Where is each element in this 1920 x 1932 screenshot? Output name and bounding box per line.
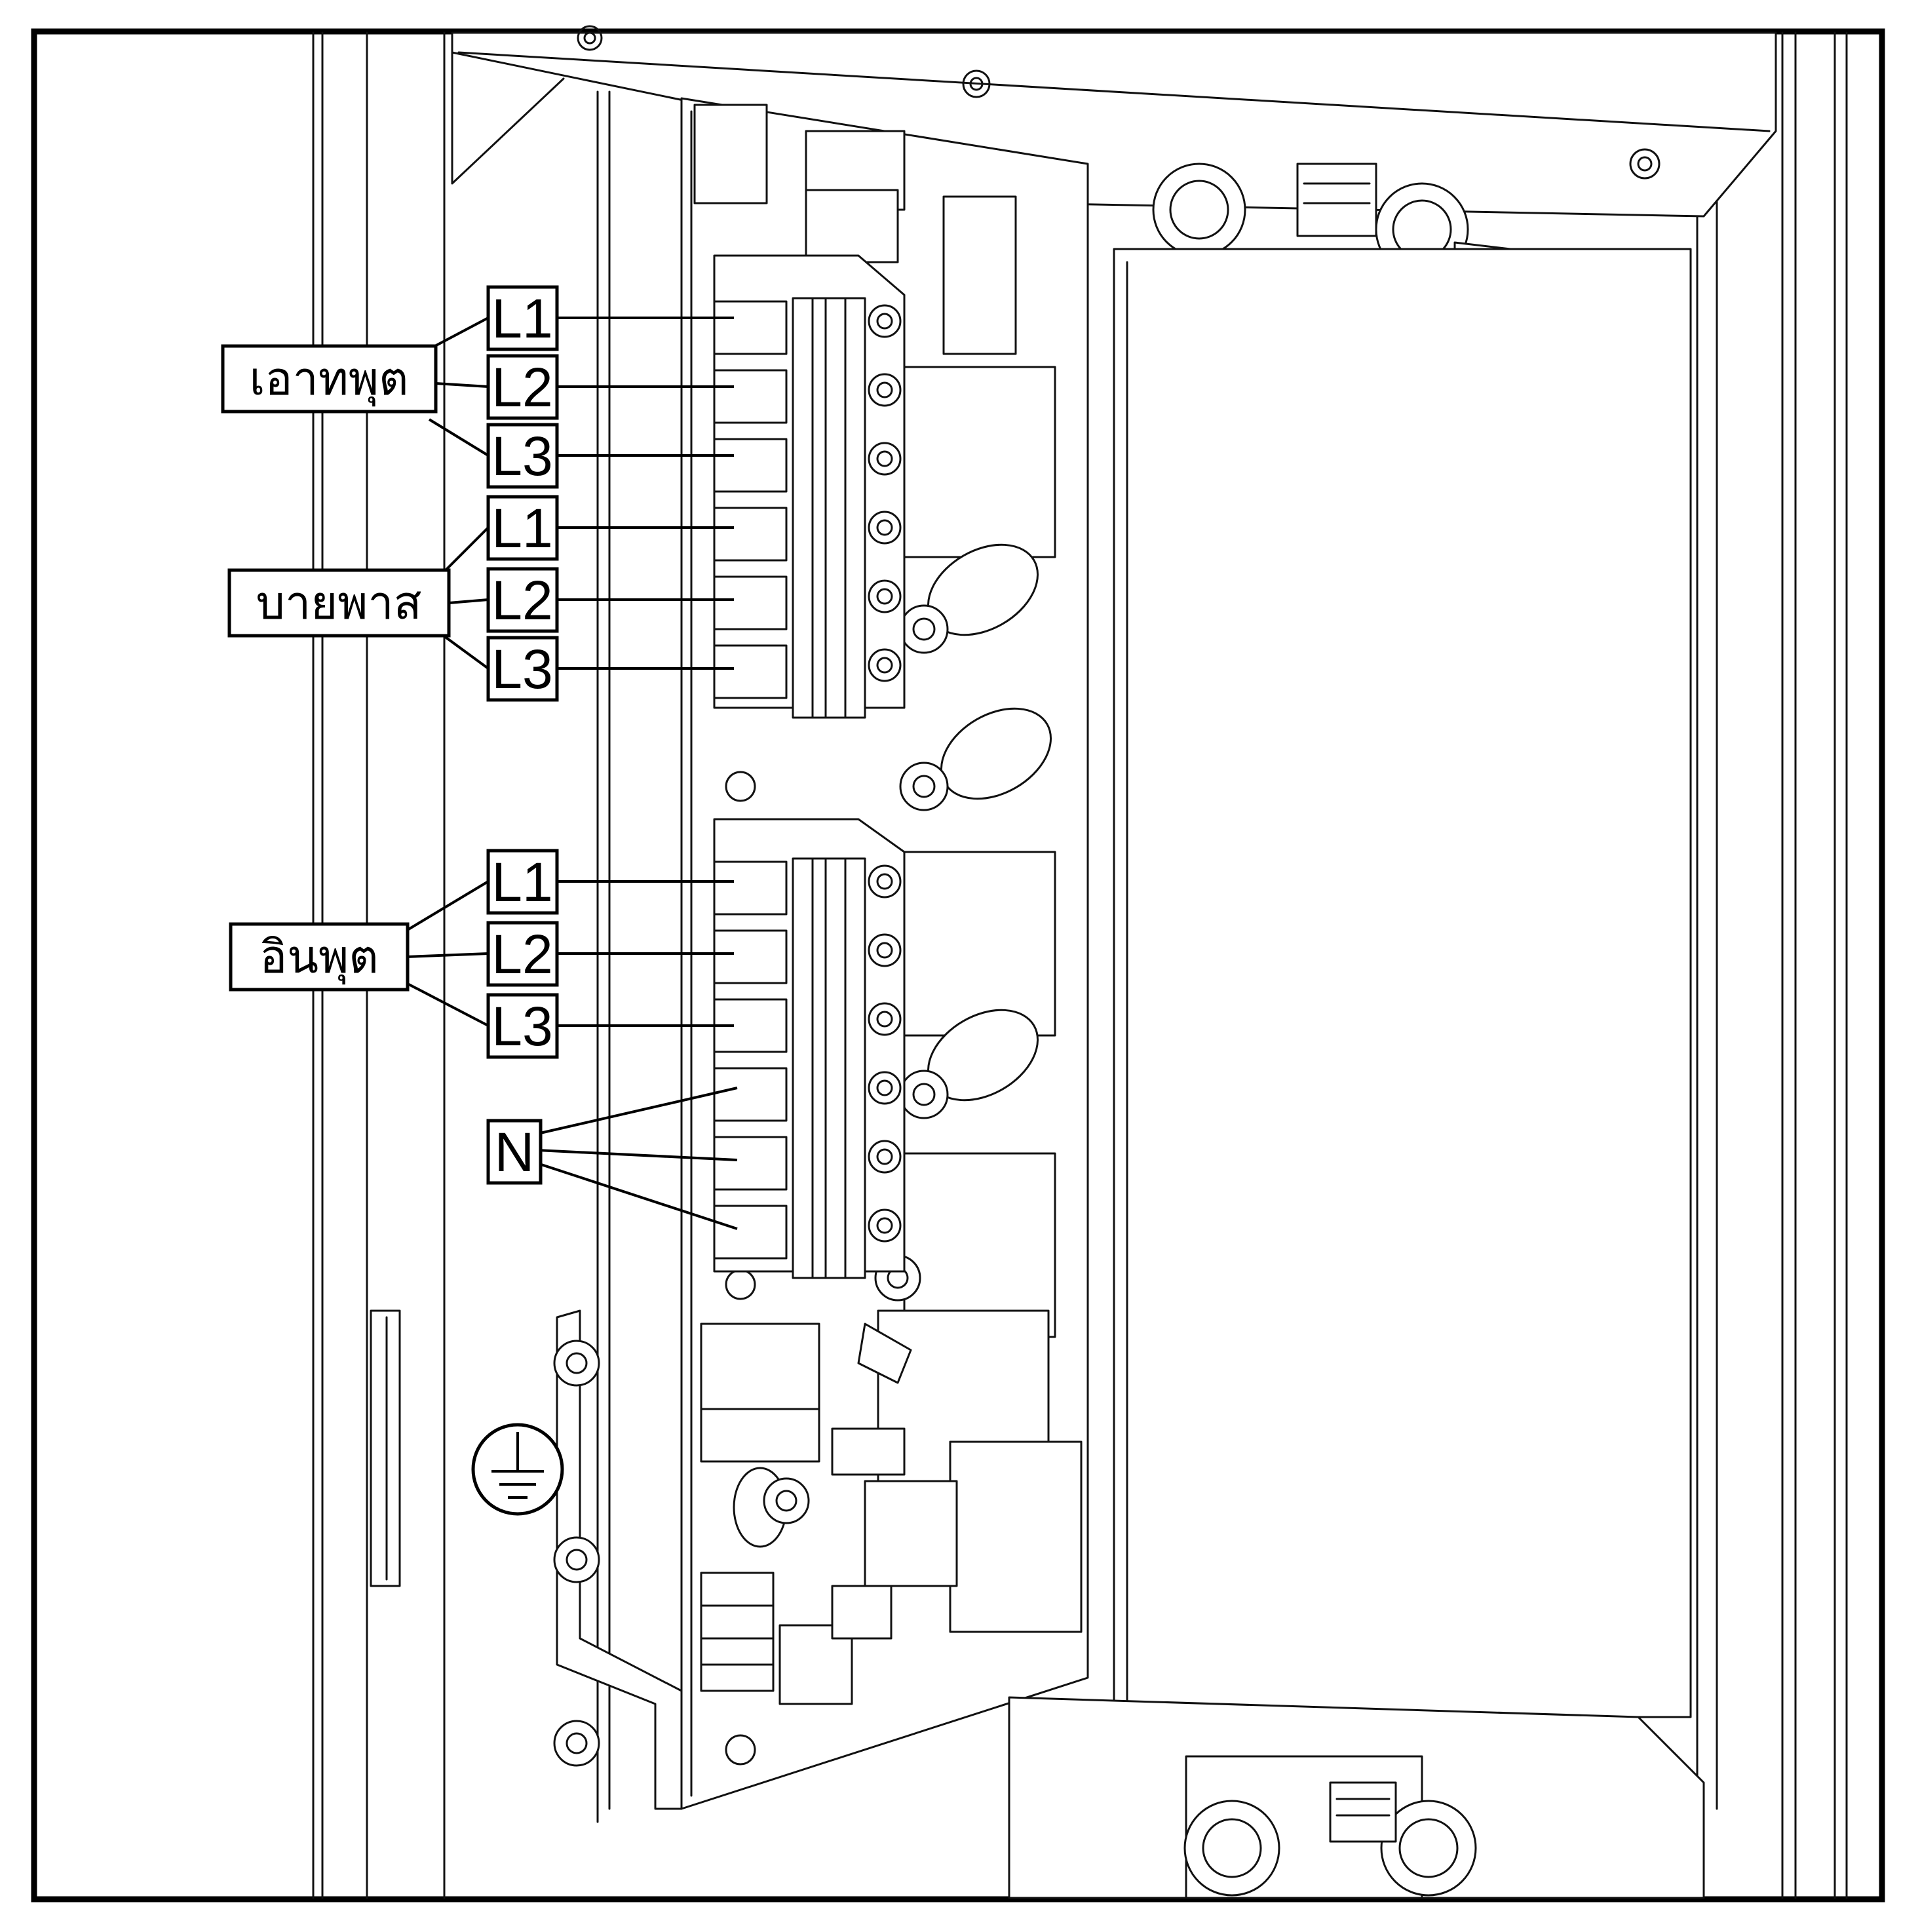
terminal-label-bypass-l3: L3 [486, 636, 559, 702]
cabinet-left-rails [312, 31, 611, 1899]
ground-icon [471, 1423, 564, 1516]
terminal-label-output-l2: L2 [486, 354, 559, 420]
terminal-block-lower [713, 818, 906, 1279]
terminal-block-upper [713, 254, 906, 719]
cabinet-right-rails [1696, 31, 1848, 1899]
group-label-output: เอาทพุต [221, 344, 438, 414]
diagram-frame [31, 28, 1885, 1903]
terminal-label-output-l1: L1 [486, 285, 559, 351]
terminal-label-neutral: N [486, 1119, 543, 1185]
svg-text:L2: L2 [491, 357, 552, 418]
svg-text:L3: L3 [491, 995, 552, 1057]
terminal-label-input-l3: L3 [486, 993, 559, 1059]
group-label-input: อินพุต [229, 922, 410, 992]
svg-text:L3: L3 [491, 425, 552, 487]
terminal-slots-lower [713, 860, 788, 1260]
ground-bracket [553, 1309, 683, 1810]
terminal-slots-upper [713, 300, 788, 699]
svg-text:L2: L2 [491, 570, 552, 631]
right-panel [1113, 248, 1692, 1718]
svg-text:L1: L1 [491, 851, 552, 913]
group-label-bypass: บายพาส [227, 568, 451, 638]
group-label-bypass-text: บายพาส [256, 576, 422, 630]
group-label-input-text: อินพุต [259, 930, 379, 985]
terminal-label-input-l1: L1 [486, 849, 559, 915]
terminal-label-bypass-l2: L2 [486, 567, 559, 633]
svg-text:L3: L3 [491, 638, 552, 700]
terminal-label-bypass-l1: L1 [486, 495, 559, 561]
svg-text:L1: L1 [491, 497, 552, 559]
terminal-screws-upper [868, 304, 902, 682]
bottom-mounting-plate [1008, 1696, 1705, 1899]
svg-text:L1: L1 [491, 288, 552, 349]
terminal-screws-lower [868, 864, 902, 1243]
svg-text:L2: L2 [491, 923, 552, 985]
group-label-output-text: เอาทพุต [249, 352, 408, 407]
terminal-label-input-l2: L2 [486, 921, 559, 987]
terminal-label-output-l3: L3 [486, 423, 559, 489]
svg-text:N: N [495, 1121, 535, 1183]
